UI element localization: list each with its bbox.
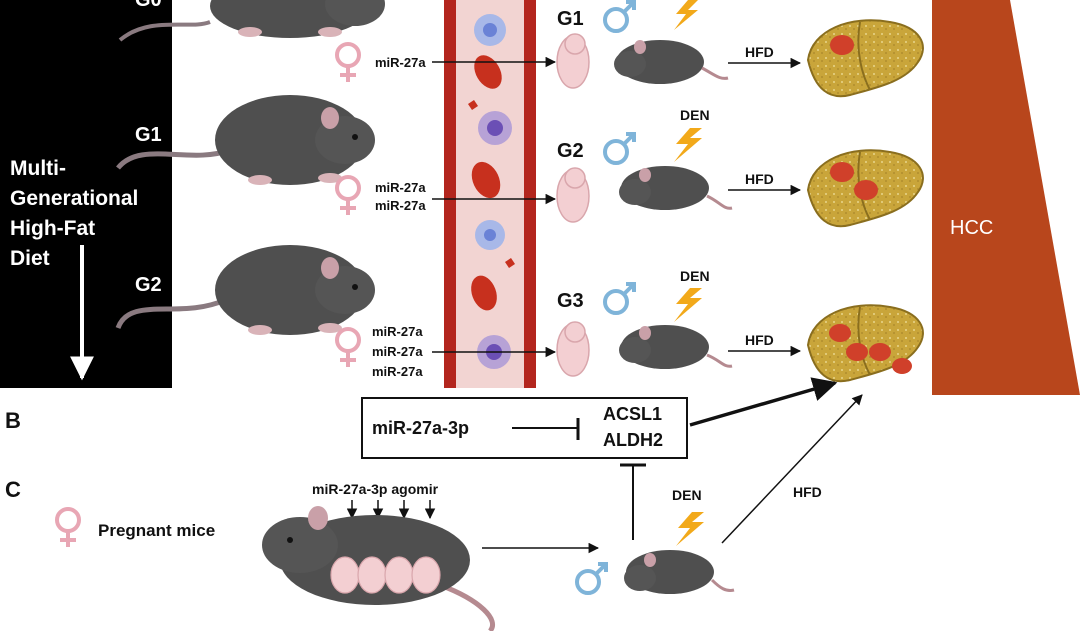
blood-vessel	[444, 0, 536, 388]
parent-mouse-g2	[115, 245, 375, 335]
panel-b-letter: B	[5, 408, 21, 433]
hfd-label-g3: HFD	[745, 332, 774, 348]
side-panel-background	[0, 0, 172, 388]
female-icon	[335, 175, 361, 215]
mir-label-g1-1: miR-27a	[375, 55, 426, 70]
den-label-g3: DEN	[680, 268, 710, 284]
mir-label-g2-2: miR-27a	[375, 198, 426, 213]
generation-label-g0: G0	[135, 0, 162, 11]
lightning-icon	[674, 128, 702, 162]
hcc-label: HCC	[950, 217, 993, 239]
pup-mouse-g2	[619, 166, 733, 210]
female-icon	[55, 507, 81, 547]
hfd-label-g1: HFD	[745, 44, 774, 60]
panel-c-pup-mouse	[624, 550, 735, 594]
pregnant-mice-label: Pregnant mice	[98, 521, 215, 540]
den-label-g2: DEN	[680, 107, 710, 123]
pup-mouse-g3	[619, 325, 733, 369]
male-icon	[603, 0, 636, 33]
diet-line-4: Diet	[10, 247, 50, 270]
embryo-icon	[556, 33, 590, 89]
offspring-label-g2: G2	[557, 140, 584, 162]
embryo-icon	[556, 321, 590, 377]
lightning-icon	[676, 512, 704, 546]
panel-c-hfd-arrow	[721, 394, 863, 544]
target-acsl1: ACSL1	[603, 404, 662, 424]
female-icon	[335, 42, 361, 82]
embryo-icon	[556, 167, 590, 223]
female-icon	[335, 327, 361, 367]
liver-icon-g3	[806, 304, 924, 383]
lightning-icon	[674, 288, 702, 322]
panel-c-den-label: DEN	[672, 487, 702, 503]
agomir-label: miR-27a-3p agomir	[312, 481, 439, 497]
diet-line-3: High-Fat	[10, 217, 95, 240]
mir-label-g2-1: miR-27a	[375, 180, 426, 195]
generation-label-g2: G2	[135, 274, 162, 296]
panel-b-to-liver-arrow	[689, 377, 838, 427]
liver-icon-g1	[806, 19, 924, 98]
mir-label-g3-1: miR-27a	[372, 324, 423, 339]
diet-line-2: Generational	[10, 187, 138, 210]
generation-label-g1: G1	[135, 124, 162, 146]
offspring-label-g3: G3	[557, 290, 584, 312]
lightning-icon	[674, 0, 698, 30]
pregnant-mouse	[262, 506, 495, 631]
panel-c-letter: C	[5, 477, 21, 502]
diet-line-1: Multi-	[10, 157, 66, 180]
panel-c-hfd-label: HFD	[793, 484, 822, 500]
pup-mouse-g1	[614, 40, 729, 84]
mirna-label: miR-27a-3p	[372, 418, 469, 438]
parent-mouse-g0	[118, 0, 385, 42]
mir-label-g3-3: miR-27a	[372, 364, 423, 379]
offspring-label-g1: G1	[557, 8, 584, 30]
male-icon	[575, 562, 608, 595]
mir-label-g3-2: miR-27a	[372, 344, 423, 359]
male-icon	[603, 132, 636, 165]
male-icon	[603, 282, 636, 315]
injection-arrows	[346, 500, 436, 520]
hcc-severity-wedge	[932, 0, 1080, 395]
liver-icon-g2	[806, 149, 924, 228]
parent-mouse-g1	[116, 95, 375, 185]
target-aldh2: ALDH2	[603, 430, 663, 450]
hfd-label-g2: HFD	[745, 171, 774, 187]
